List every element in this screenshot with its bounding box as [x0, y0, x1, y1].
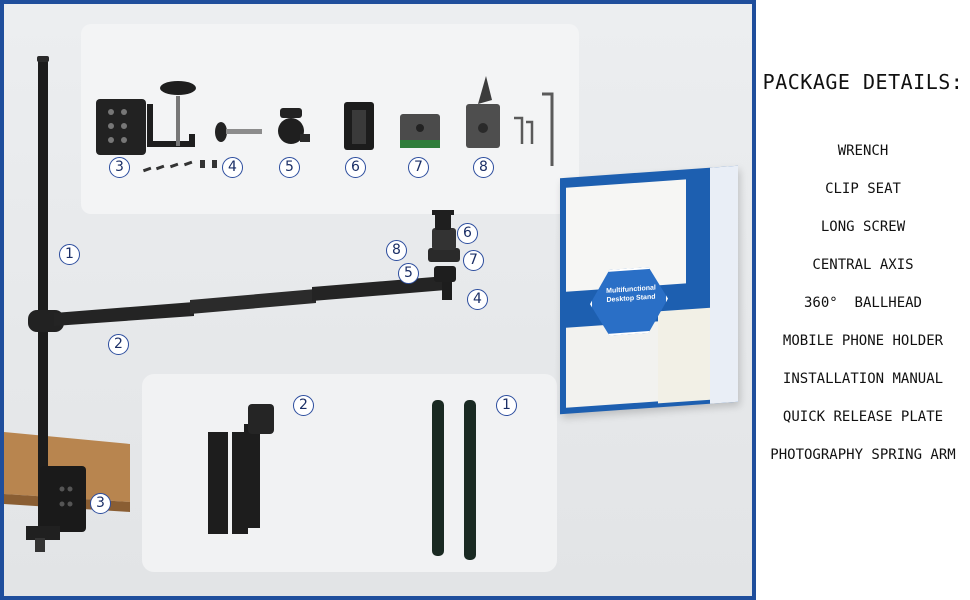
brochure-page — [658, 307, 714, 404]
package-item-installation-manual: INSTALLATION MANUAL — [782, 371, 944, 387]
badge-assembly-release-clamp: 8 — [386, 240, 407, 261]
badge-assembly-clamp: 3 — [90, 493, 111, 514]
package-item-wrench: WRENCH — [837, 143, 889, 159]
package-item-central-axis: CENTRAL AXIS — [812, 257, 914, 273]
package-item-long-screw: LONG SCREW — [820, 219, 906, 235]
badge-assembly-release-plate: 7 — [463, 250, 484, 271]
badge-bottom-arm: 2 — [293, 395, 314, 416]
spring-arm — [28, 272, 452, 332]
badge-clip-seat: 3 — [109, 157, 130, 178]
brochure-side-strip — [710, 165, 738, 404]
badge-assembly-ballhead: 5 — [398, 263, 419, 284]
package-details-title: PACKAGE DETAILS: — [762, 70, 964, 94]
package-item-phone-holder: MOBILE PHONE HOLDER — [782, 333, 944, 349]
package-item-spring-arm: PHOTOGRAPHY SPRING ARM — [770, 447, 956, 463]
package-details-panel: PACKAGE DETAILS: WRENCH CLIP SEAT LONG S… — [756, 0, 970, 600]
top-box-parts — [96, 76, 554, 173]
central-pole — [37, 56, 49, 529]
badge-release-plate: 7 — [408, 157, 429, 178]
badge-ballhead: 5 — [279, 157, 300, 178]
product-image-panel: 3 4 5 6 7 8 1 2 3 4 5 6 7 8 2 1 Multifun… — [0, 0, 756, 600]
product-illustration — [4, 56, 554, 560]
badge-release-clamp: 8 — [473, 157, 494, 178]
badge-long-screw: 4 — [222, 157, 243, 178]
package-item-clip-seat: CLIP SEAT — [825, 181, 901, 197]
badge-bottom-poles: 1 — [496, 395, 517, 416]
badge-phone-holder: 6 — [345, 157, 366, 178]
badge-assembly-phone-holder: 6 — [457, 223, 478, 244]
badge-assembly-screw: 4 — [467, 289, 488, 310]
badge-assembly-pole: 1 — [59, 244, 80, 265]
package-details-list: WRENCH CLIP SEAT LONG SCREW CENTRAL AXIS… — [756, 140, 970, 482]
package-item-quick-release-plate: QUICK RELEASE PLATE — [782, 409, 944, 425]
desk-clamp — [26, 466, 86, 552]
installation-manual-brochure: Multifunctional Desktop Stand — [560, 165, 738, 415]
package-item-ballhead: 360° BALLHEAD — [803, 295, 922, 311]
bottom-box-parts — [208, 400, 476, 560]
badge-assembly-arm: 2 — [108, 334, 129, 355]
assembled-head — [428, 210, 460, 282]
